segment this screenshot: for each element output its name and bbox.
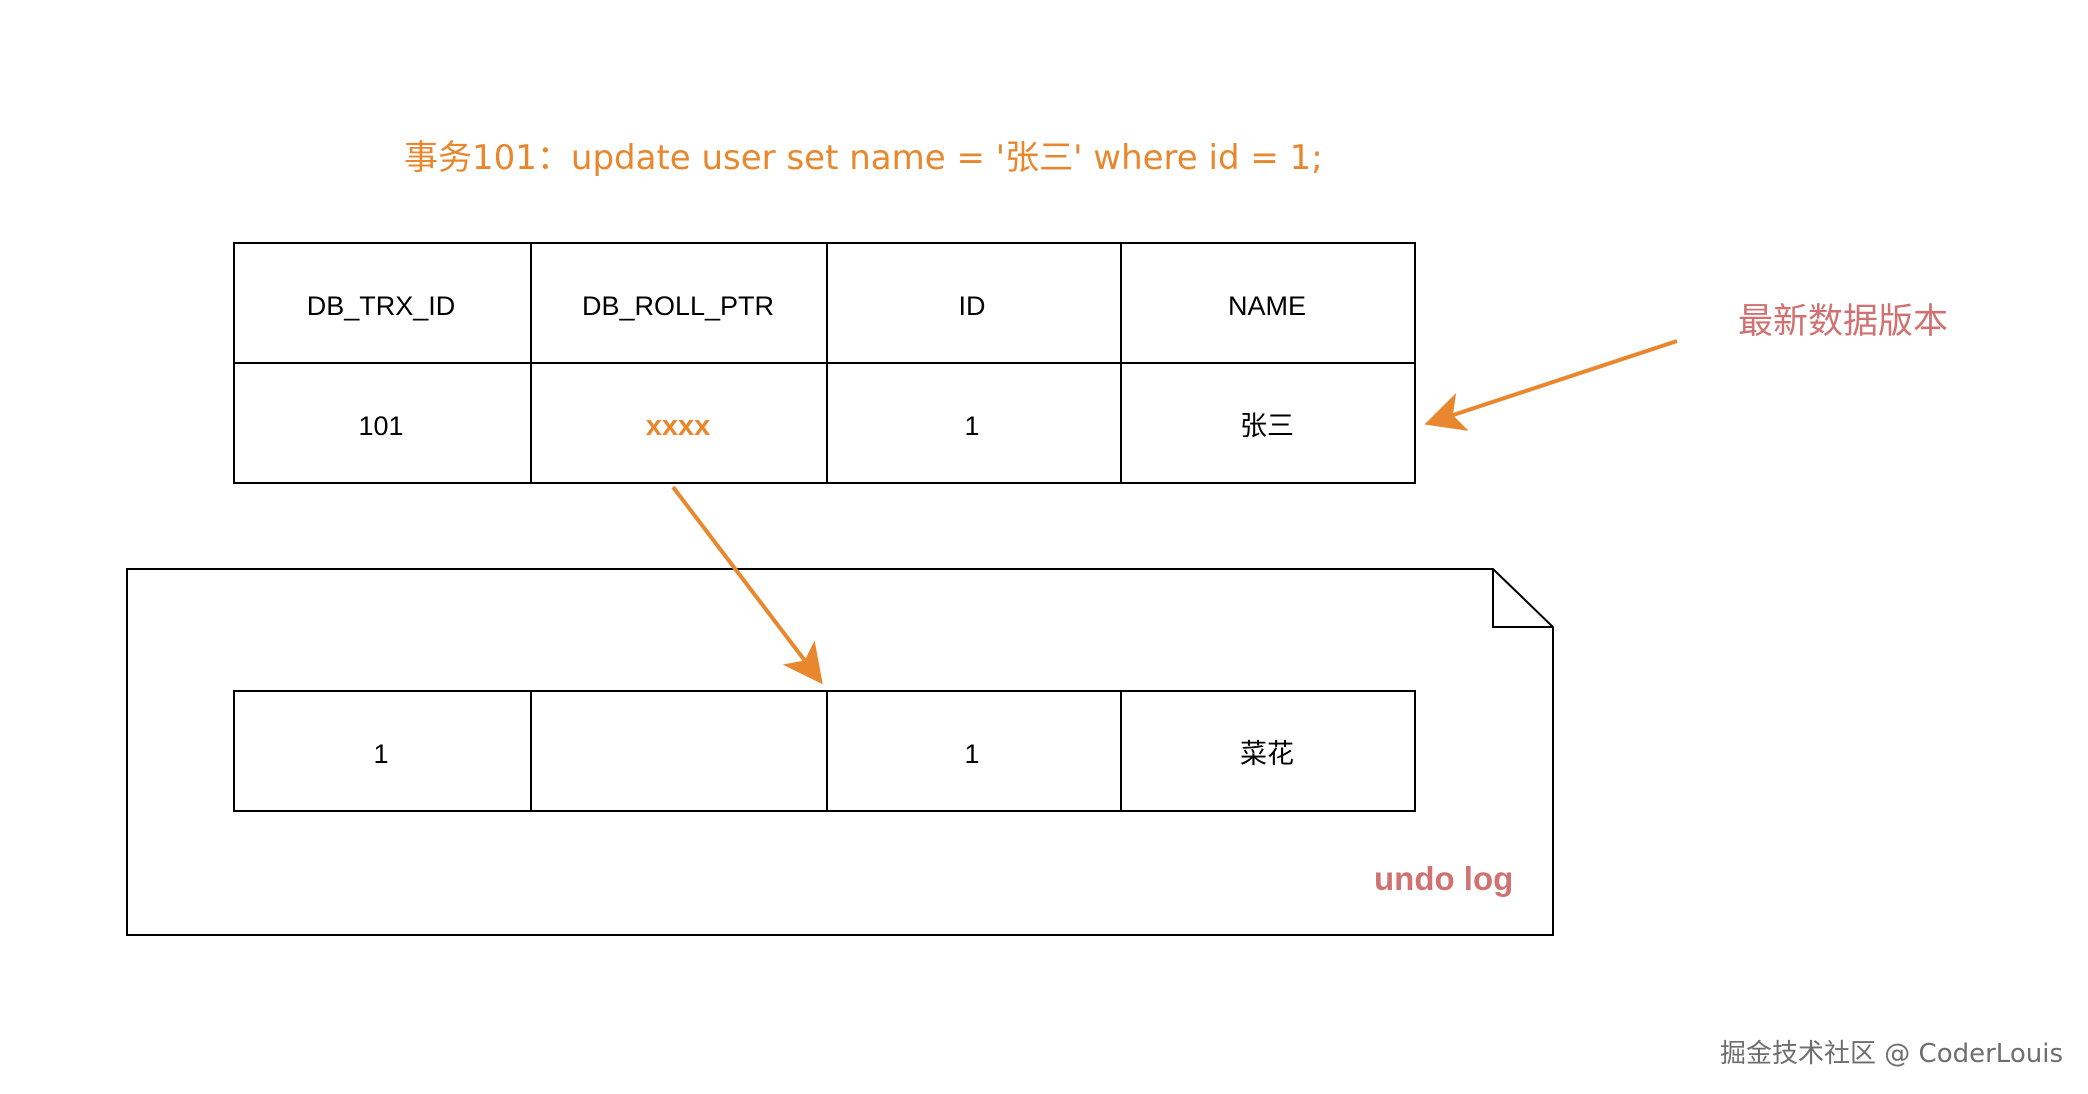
transaction-statement: 事务101：update user set name = '张三' where … [404, 138, 1323, 178]
undo-log-label: undo log [1374, 860, 1513, 897]
value-roll-ptr: xxxx [646, 410, 711, 442]
latest-version-arrow [1424, 339, 1678, 431]
undo-value-id: 1 [964, 739, 979, 769]
header-db-trx-id: DB_TRX_ID [307, 291, 456, 321]
undo-log-document-shape [126, 568, 1554, 936]
value-name: 张三 [1240, 411, 1294, 442]
undo-value-trx-id: 1 [373, 739, 388, 769]
header-db-roll-ptr: DB_ROLL_PTR [582, 291, 774, 321]
value-id: 1 [964, 411, 979, 441]
latest-version-label: 最新数据版本 [1738, 302, 1948, 342]
value-trx-id: 101 [358, 411, 403, 441]
header-id: ID [959, 291, 986, 321]
undo-log-container: undo log [126, 568, 1554, 936]
header-name: NAME [1228, 291, 1306, 321]
undo-log-folded-corner [1492, 569, 1553, 628]
current-row-table: DB_TRX_ID DB_ROLL_PTR ID NAME 101 xxxx 1… [233, 242, 1416, 484]
watermark: 掘金技术社区 @ CoderLouis [1720, 1039, 2063, 1069]
undo-log-row-table: 1 1 菜花 [233, 690, 1416, 812]
undo-row-table-border [233, 690, 1416, 812]
roll-pointer-arrow [671, 485, 823, 685]
undo-value-name: 菜花 [1240, 739, 1294, 770]
